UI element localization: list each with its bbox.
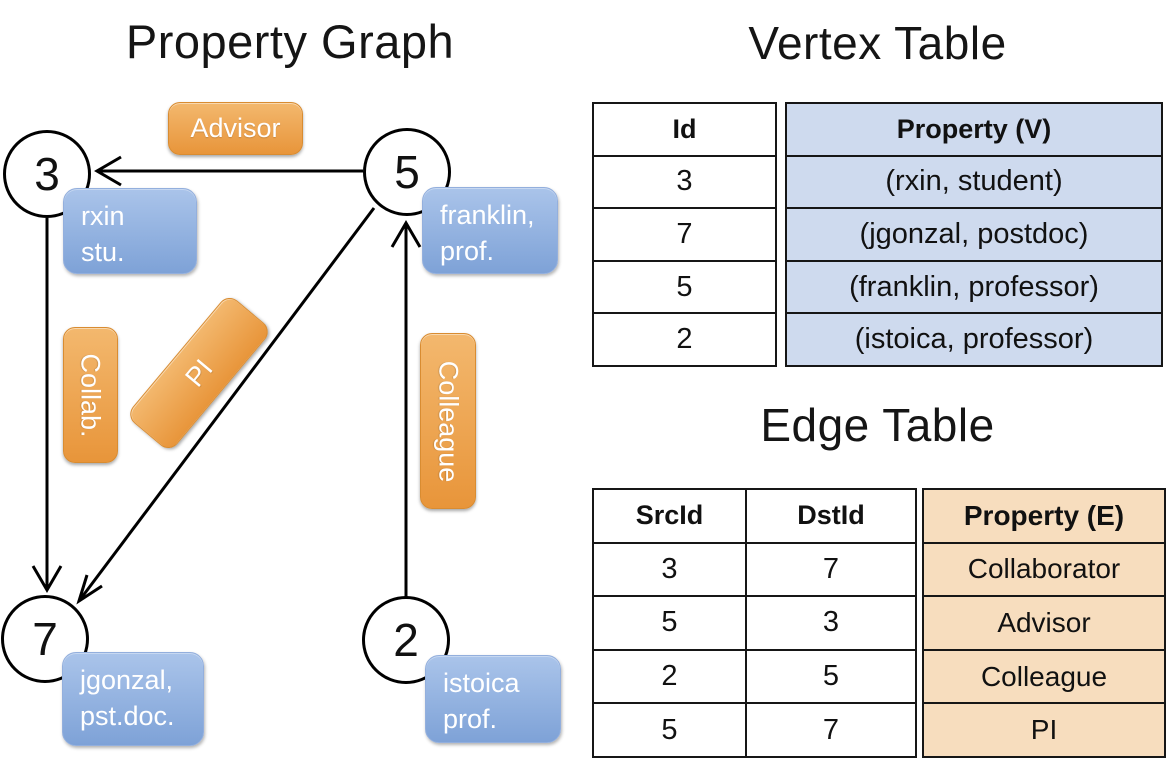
table-row: SrcId DstId <box>594 490 915 542</box>
edge-label-text: Colleague <box>433 360 464 482</box>
edge-5-7 <box>76 207 376 605</box>
arrowhead-into-3 <box>94 155 122 187</box>
edge-3-7 <box>31 218 63 593</box>
edge-label-advisor: Advisor <box>168 102 303 155</box>
arrowhead-into-5 <box>390 220 422 248</box>
table-cell: Advisor <box>924 595 1164 649</box>
edge-table-id-columns: SrcId DstId 3 7 5 3 2 5 5 7 <box>592 488 917 758</box>
vertex-property-line: pst.doc. <box>80 700 175 731</box>
edge-label-colleague: Colleague <box>420 333 476 509</box>
vertex-property-line: rxin <box>81 201 125 231</box>
graph-edges-canvas <box>31 155 422 605</box>
table-cell: 3 <box>594 543 747 596</box>
edge-table-property-column: Property (E) Collaborator Advisor Collea… <box>922 488 1166 758</box>
table-row: 5 7 <box>594 702 915 756</box>
vertex-id: 3 <box>34 148 60 200</box>
table-cell: 7 <box>594 207 775 260</box>
vertex-table-header-property: Property (V) <box>787 104 1161 155</box>
table-cell: PI <box>924 702 1164 756</box>
table-cell: 2 <box>594 650 747 703</box>
property-graph-title: Property Graph <box>125 15 455 68</box>
edge-label-text: Advisor <box>190 113 281 143</box>
vertex-property-line: istoica <box>443 668 520 698</box>
vertex-property-box-3: rxin stu. <box>63 188 197 274</box>
vertex-property-line: prof. <box>443 703 498 734</box>
table-cell: (istoica, professor) <box>787 312 1161 365</box>
table-cell: 5 <box>594 597 747 649</box>
vertex-id: 7 <box>32 613 58 665</box>
table-cell: 5 <box>594 704 747 756</box>
table-cell: 7 <box>822 552 840 585</box>
table-cell: Colleague <box>924 648 1164 703</box>
edge-table-title: Edge Table <box>760 399 995 451</box>
vertex-property-line: jgonzal, <box>80 665 174 695</box>
vertex-property-box-5: franklin, prof. <box>422 187 558 274</box>
table-cell: (franklin, professor) <box>787 259 1161 313</box>
table-row: 3 7 <box>594 541 915 596</box>
edge-table-header-dstid: DstId <box>797 500 865 531</box>
vertex-table-title: Vertex Table <box>748 17 1007 69</box>
vertex-id: 5 <box>394 146 420 198</box>
edge-label-text: Collab. <box>76 352 107 438</box>
arrowhead-into-7 <box>31 565 63 593</box>
vertex-property-box-2: istoica prof. <box>425 655 561 743</box>
vertex-property-line: stu. <box>81 236 125 267</box>
edge-2-5 <box>390 220 422 598</box>
table-cell: (jgonzal, postdoc) <box>787 207 1161 260</box>
vertex-node-2: 2 <box>362 596 450 684</box>
vertex-table-header-id: Id <box>672 113 697 144</box>
table-cell: (rxin, student) <box>787 154 1161 208</box>
vertex-property-line: prof. <box>440 235 495 266</box>
vertex-property-line: franklin, <box>440 200 535 230</box>
edge-label-collab: Collab. <box>63 327 118 463</box>
table-cell: 5 <box>594 259 775 313</box>
vertex-table-id-column: Id 3 7 5 2 <box>592 102 777 367</box>
table-cell: 5 <box>822 660 840 693</box>
edge-table-header-property: Property (E) <box>924 490 1164 542</box>
edge-5-3 <box>94 155 363 187</box>
arrowhead-into-7-diagonal <box>76 574 103 605</box>
table-cell: 2 <box>594 312 775 365</box>
vertex-property-box-7: jgonzal, pst.doc. <box>62 652 204 746</box>
vertex-id: 2 <box>393 614 419 666</box>
vertex-table-property-column: Property (V) (rxin, student) (jgonzal, p… <box>785 102 1163 367</box>
table-row: 2 5 <box>594 648 915 703</box>
table-cell: Collaborator <box>924 541 1164 596</box>
edge-label-text: PI <box>178 353 219 393</box>
table-row: 5 3 <box>594 595 915 649</box>
table-cell: 7 <box>822 713 840 746</box>
table-cell: 3 <box>594 154 775 208</box>
table-cell: 3 <box>822 606 840 639</box>
edge-table-header-srcid: SrcId <box>594 490 747 542</box>
